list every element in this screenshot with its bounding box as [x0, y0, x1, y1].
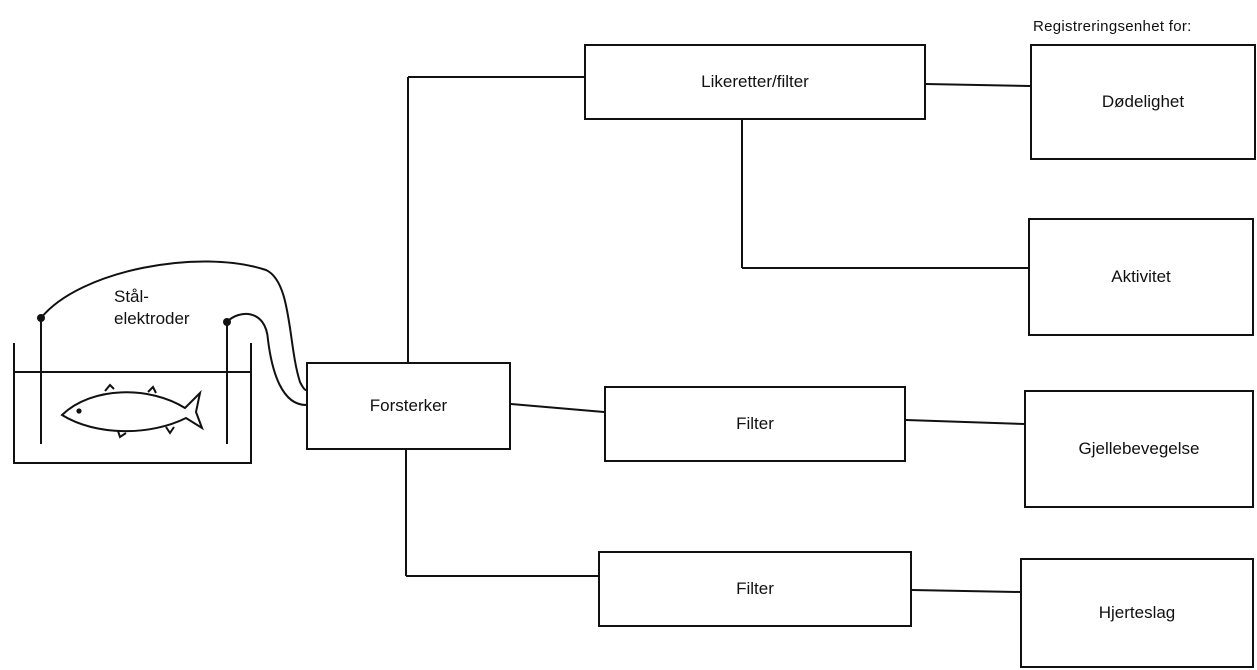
recorder-heart-box: Hjerteslag: [1020, 558, 1254, 668]
wire-amp-to-filter1: [510, 403, 605, 413]
cable-right: [226, 313, 307, 406]
electrode-tip-right: [223, 318, 231, 326]
recorder-header-label: Registreringsenhet for:: [1033, 18, 1192, 35]
water-tank: [13, 343, 252, 464]
wire-filter2-to-heart: [911, 589, 1021, 593]
recorder-mortality-box: Dødelighet: [1030, 44, 1256, 160]
wire-filter1-to-gill: [905, 419, 1025, 425]
recorder-activity-box: Aktivitet: [1028, 218, 1254, 336]
electrode-tip-left: [37, 314, 45, 322]
fish-icon: [60, 383, 204, 439]
electrode-label: Stål- elektroder: [114, 286, 190, 330]
amplifier-box: Forsterker: [306, 362, 511, 450]
filter-box-gill: Filter: [604, 386, 906, 462]
filter-box-heart: Filter: [598, 551, 912, 627]
electrode-label-line2: elektroder: [114, 309, 190, 328]
wire-rect-to-mortality: [925, 83, 1031, 87]
cable-left: [40, 260, 307, 391]
recorder-gill-box: Gjellebevegelse: [1024, 390, 1254, 508]
electrode-label-line1: Stål-: [114, 287, 149, 306]
rectifier-filter-box: Likeretter/filter: [584, 44, 926, 120]
